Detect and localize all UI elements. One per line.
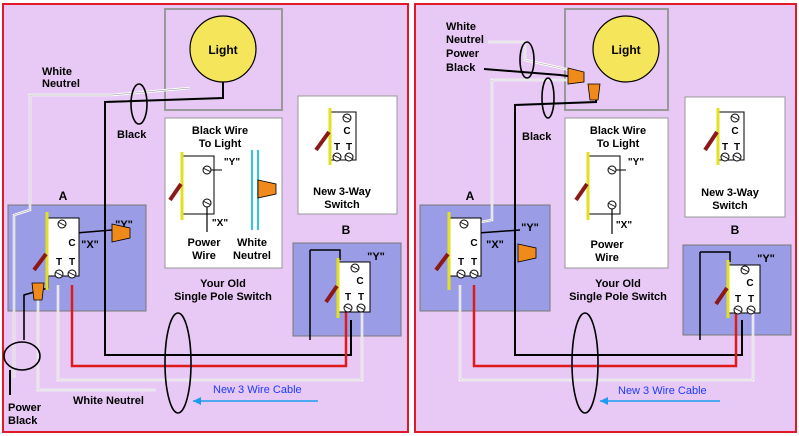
wires-left [9,82,364,395]
panel-right: Light [414,3,797,433]
new-sw-t2: T [346,142,352,153]
x-marker-right: "X" [486,239,504,251]
switch-b-t1: T [345,292,351,303]
switch-b-c: C [356,276,363,287]
box-a-label-right: A [466,189,475,203]
new-sw-t1: T [334,142,340,153]
cable-ring-mid-right [541,77,555,119]
y-marker-b: "Y" [367,251,385,263]
light-label: Light [208,43,237,57]
old-caption-2-right: Single Pole Switch [569,291,667,303]
cable-label-right: New 3 Wire Cable [618,385,707,397]
cable-label: New 3 Wire Cable [213,384,302,396]
wire-nut-power [31,282,45,301]
switch-b-t1-right: T [735,294,741,305]
power-wire-2: Wire [192,250,216,262]
switch-b-toggle-right [714,286,729,306]
new-sw-c-right: C [731,126,738,137]
power-wire-2-right: Wire [595,252,619,264]
white-neutrel-top-1: White [42,66,72,78]
white-neutrel-bottom: White Neutrel [73,395,144,407]
switch-a-c-right: C [470,238,477,249]
old-switch-toggle [168,182,183,202]
wire-nut-a [111,223,131,243]
power-black-1-right: Power [446,48,480,60]
old-caption-1-right: Your Old [595,278,641,290]
switch-b-t2-right: T [748,294,754,305]
white-neutrel-top-2-right: Neutrel [446,34,484,46]
old-y-right: "Y" [628,157,644,168]
old-caption-1: Your Old [200,278,246,290]
switch-b-c-right: C [746,278,753,289]
new-sw-1-right: New 3-Way [701,187,760,199]
switch-a-t1-right: T [458,257,464,268]
black-cable-label-right: Black [522,131,552,143]
power-black-2: Black [8,415,38,427]
old-title-2: To Light [199,138,242,150]
cable-ring-bottom-right [571,312,599,414]
white-neutrel-top-2: Neutrel [42,78,80,90]
white-neutrel-old-2: Neutrel [233,250,271,262]
switch-a-t1: T [56,257,62,268]
new-sw-t2-right: T [734,142,740,153]
switch-b-t2: T [358,292,364,303]
switch-a-t2-right: T [471,257,477,268]
x-marker: "X" [81,239,99,251]
old-caption-2: Single Pole Switch [174,291,272,303]
black-cable-label: Black [117,129,147,141]
cable-ring-bottom [164,312,192,414]
new-sw-1: New 3-Way [313,186,372,198]
box-a-label: A [59,189,68,203]
white-neutrel-top-1-right: White [446,21,476,33]
switch-a-toggle [32,252,48,272]
white-neutrel-old-1: White [237,237,267,249]
switch-b-body [337,261,371,313]
wire-nut-a-right [517,243,537,263]
light-bulb-right [592,15,660,83]
switch-a-c: C [68,238,75,249]
old-x: "X" [212,218,228,229]
old-title-2-right: To Light [597,138,640,150]
power-wire-1-right: Power [590,239,624,251]
box-b-label: B [342,223,351,237]
new-switch-toggle-right [703,130,719,152]
light-label-right: Light [611,43,640,57]
switch-a-toggle-right [434,252,450,272]
new-sw-2-right: Switch [712,200,748,212]
old-switch-toggle-right [574,182,589,202]
switch-a-t2: T [69,257,75,268]
old-y: "Y" [224,157,240,168]
wire-nut-light-2 [587,83,601,101]
switch-b-toggle [324,284,339,304]
new-switch-toggle [314,130,331,152]
old-x-right: "X" [616,220,632,231]
cable-ring-power [3,341,41,371]
y-marker-b-right: "Y" [757,253,775,265]
power-black-1: Power [8,402,42,414]
old-title-1: Black Wire [192,125,248,137]
power-wire-1: Power [187,237,221,249]
cable-ring-top [130,83,148,125]
panel-left: Light [2,3,409,433]
new-sw-t1-right: T [722,142,728,153]
y-marker-a-right: "Y" [521,222,539,234]
old-title-1-right: Black Wire [590,125,646,137]
new-sw-2: Switch [324,199,360,211]
cable-ring-top-right [519,41,535,79]
box-b-label-right: B [731,223,740,237]
power-black-2-right: Black [446,62,476,74]
old-wire-nut [257,179,277,199]
wire-nut-light-1 [567,67,585,85]
new-sw-c: C [343,126,350,137]
